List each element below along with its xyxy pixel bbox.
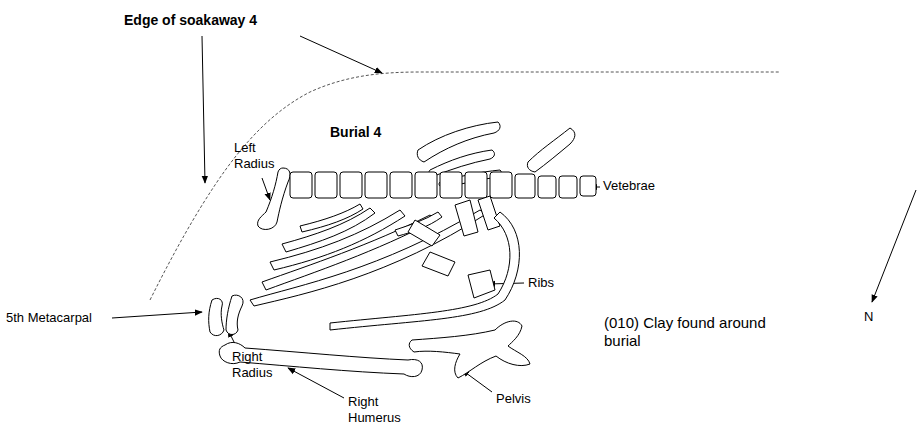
- bone-label: Ribs: [528, 275, 588, 291]
- bone-label: Pelvis: [496, 391, 566, 407]
- region-label: Edge of soakaway 4: [124, 12, 344, 29]
- bone-label: Left Radius: [234, 140, 286, 172]
- skeleton: [209, 122, 596, 378]
- burial-label: Burial 4: [330, 124, 420, 141]
- north-arrow-label: N: [864, 309, 894, 325]
- bone-label: 5th Metacarpal: [6, 310, 116, 326]
- soakaway-edge: [150, 72, 780, 300]
- bone-label: Right Radius: [232, 349, 292, 381]
- context-note: (010) Clay found around burial: [604, 314, 784, 350]
- leader-lines: [112, 36, 916, 398]
- bone-label: Right Humerus: [348, 394, 418, 426]
- bone-label: Vetebrae: [603, 178, 693, 194]
